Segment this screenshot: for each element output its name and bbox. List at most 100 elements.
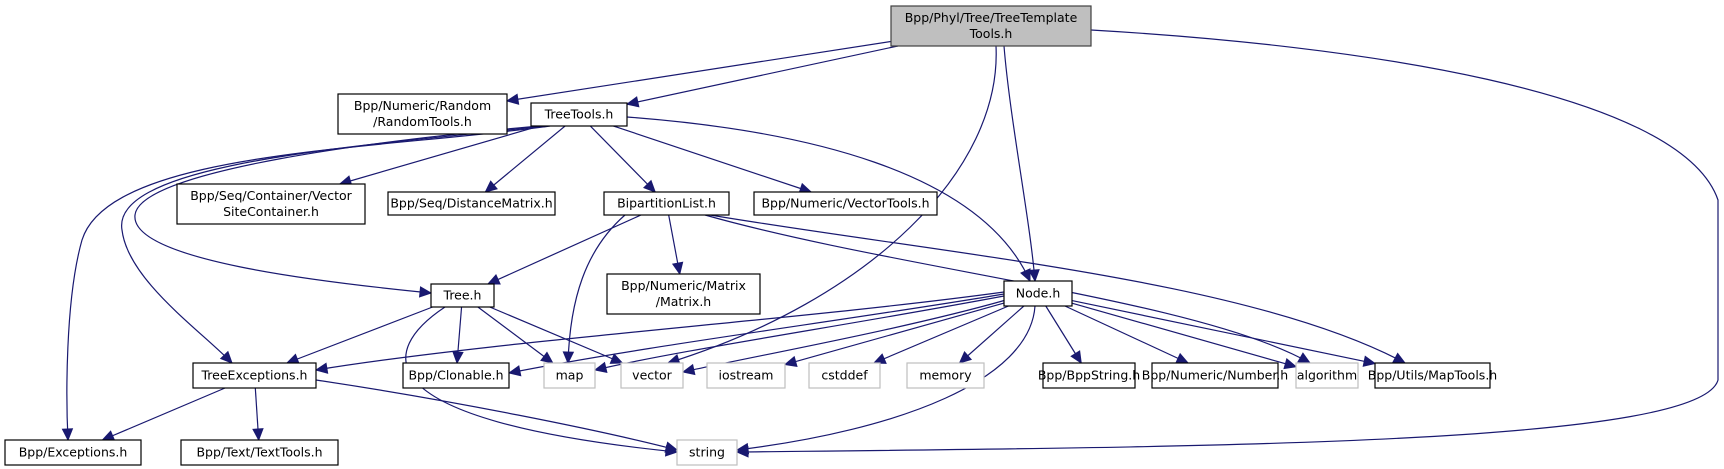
arrowhead-icon [61,428,74,442]
node-box [676,439,738,466]
arrowhead-icon [958,351,973,364]
node-label: Bpp/Utils/MapTools.h [1368,368,1497,383]
node-box [620,362,684,389]
node-box [387,191,556,216]
arrowhead-icon [452,351,464,365]
node-randomtools[interactable]: Bpp/Numeric/Random/RandomTools.h [337,93,508,135]
edge-line [485,125,566,193]
node-label: Tree.h [443,288,482,303]
arrowhead-icon [1297,352,1312,364]
node-box [1042,362,1136,389]
arrowhead-icon [593,361,608,373]
edge-line [873,305,1009,364]
node-node[interactable]: Node.h [1003,280,1073,307]
arrowhead-icon [507,365,522,377]
node-label: Bpp/Clonable.h [408,368,503,383]
arrowhead-icon [735,442,750,455]
edge-treetools-to-vectortools [613,125,813,194]
node-box [890,5,1092,47]
edge-line [626,116,1031,282]
edge-line [1064,305,1189,364]
edge-line [594,295,1005,371]
edge-node-to-algorithm [1071,302,1298,370]
node-label: Tools.h [969,26,1013,41]
node-box [180,439,339,466]
node-label: SiteContainer.h [223,204,319,219]
node-box [402,362,510,389]
edge-root-to-string [735,29,1719,458]
edge-line [315,291,1005,371]
edge-line [1003,45,1036,282]
arrowhead-icon [625,96,640,108]
edge-bipartitionlist-to-matrix [668,214,684,276]
edge-line [736,29,1719,453]
edge-treetools-to-bipartitionlist [589,125,657,193]
node-box [1151,362,1279,389]
edges-layer [61,29,1719,458]
node-box [337,93,508,135]
nodes-layer: Bpp/Phyl/Tree/TreeTemplateTools.hBpp/Num… [4,5,1497,466]
arrowhead-icon [664,441,679,453]
node-texttools[interactable]: Bpp/Text/TextTools.h [180,439,339,466]
edge-line [626,45,899,105]
node-label: Bpp/Exceptions.h [19,445,128,460]
node-treetools[interactable]: TreeTools.h [530,102,628,127]
node-matrix[interactable]: Bpp/Numeric/Matrix/Matrix.h [606,273,761,315]
arrowhead-icon [681,363,696,376]
edge-line [506,40,892,102]
node-bppstring[interactable]: Bpp/BppString.h [1038,362,1140,389]
node-iostream: iostream [706,362,786,389]
node-label: TreeExceptions.h [201,368,308,383]
edge-root-to-node [1003,45,1040,283]
arrowhead-icon [484,180,498,193]
node-label: Bpp/Numeric/Random [354,98,491,113]
node-number[interactable]: Bpp/Numeric/Number.h [1142,362,1288,389]
arrowhead-icon [314,362,329,374]
edge-node-to-clonable [507,293,1005,377]
node-exceptions[interactable]: Bpp/Exceptions.h [4,439,142,466]
edge-tree-to-treeexceptions [285,306,433,365]
arrowhead-icon [418,286,433,298]
arrowhead-icon [486,274,501,285]
node-box [176,183,366,225]
node-label: Bpp/Phyl/Tree/TreeTemplate [905,10,1078,25]
edge-line [489,306,623,364]
edge-treetools-to-distancematrix [484,125,566,193]
node-label: Bpp/Numeric/VectorTools.h [761,196,929,211]
node-box [1295,362,1359,389]
node-label: cstddef [821,368,868,383]
edge-node-to-treeexceptions [314,291,1005,374]
node-box [1003,280,1073,307]
node-label: TreeTools.h [544,107,614,122]
edge-line [477,306,554,364]
arrowhead-icon [1028,269,1040,283]
node-maptools[interactable]: Bpp/Utils/MapTools.h [1368,362,1497,389]
node-label: vector [632,368,673,383]
edge-tree-to-clonable [452,306,464,365]
edge-bipartitionlist-to-map [562,214,626,365]
node-label: algorithm [1297,368,1357,383]
arrowhead-icon [1283,358,1298,370]
node-box [706,362,786,389]
node-label: Bpp/Seq/DistanceMatrix.h [390,196,552,211]
edge-treeexceptions-to-exceptions [101,387,226,441]
node-string: string [676,439,738,466]
edge-line [315,379,678,451]
node-clonable[interactable]: Bpp/Clonable.h [402,362,510,389]
node-label: Bpp/Text/TextTools.h [196,445,322,460]
node-treeexceptions[interactable]: TreeExceptions.h [192,362,317,389]
arrowhead-icon [872,353,887,364]
node-box [4,439,142,466]
node-tree[interactable]: Tree.h [430,283,495,308]
node-bipartitionlist[interactable]: BipartitionList.h [603,191,730,216]
node-distancematrix[interactable]: Bpp/Seq/DistanceMatrix.h [387,191,556,216]
node-vectortools[interactable]: Bpp/Numeric/VectorTools.h [753,191,938,216]
node-box [430,283,495,308]
edge-node-to-iostream [783,302,1005,368]
edge-root-to-treetools [625,45,899,108]
node-box [606,273,761,315]
node-box [543,362,596,389]
